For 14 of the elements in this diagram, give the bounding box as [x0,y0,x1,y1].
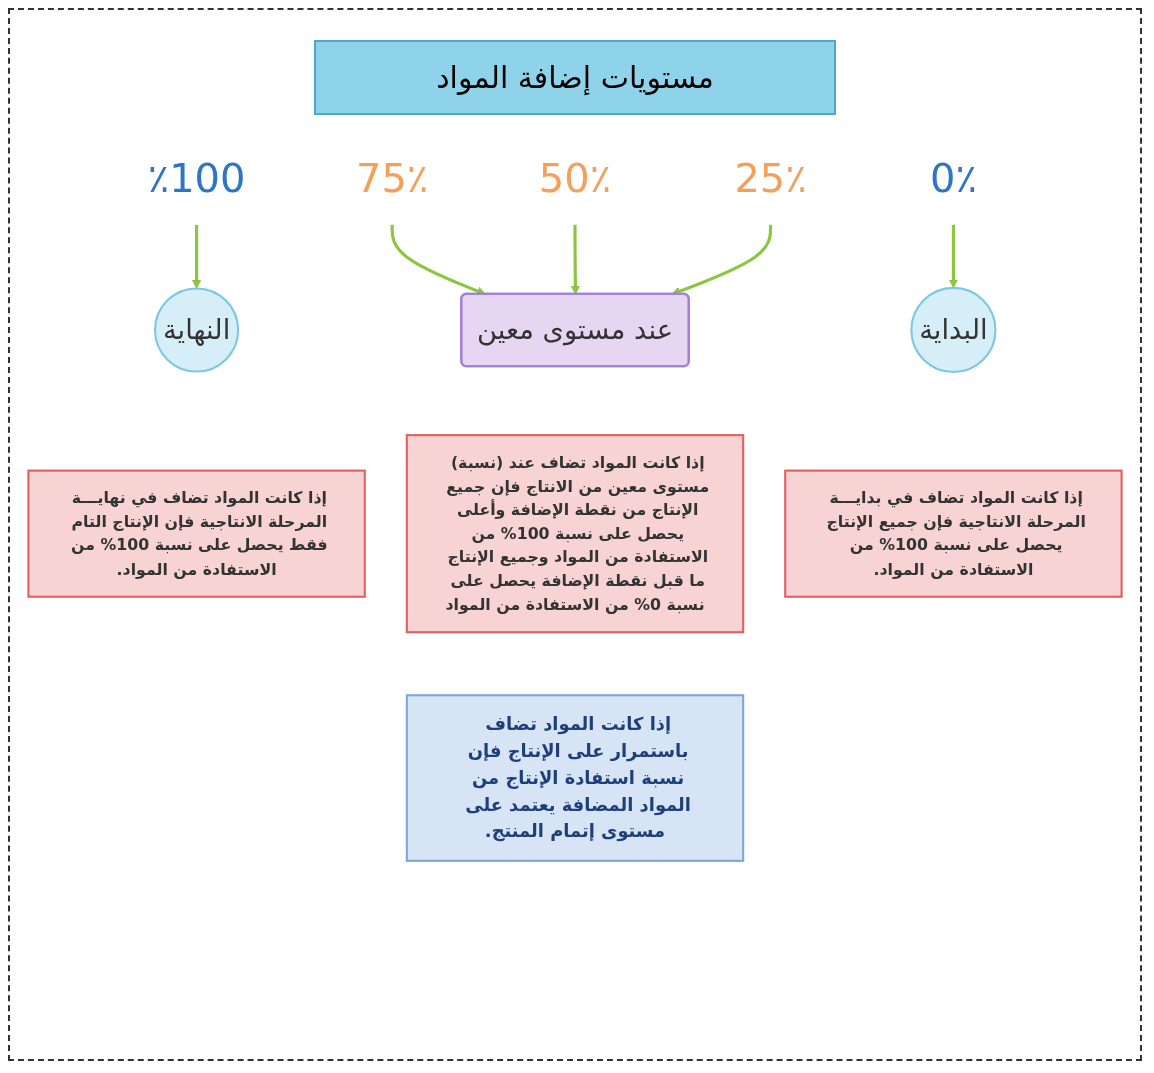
node-circle: النهاية [154,287,240,373]
node-box: إذا كانت المواد تضاف في بدايـــة المرحلة الانتاجية فإن جميع الإنتاج يحصل على نسبة 100% من الاستفادة من المواد. [784,469,1123,598]
node-box: إذا كانت المواد تضاف باستمرار على الإنتاج فإن نسبة استفادة الإنتاج من المواد المضافة يعتمد على مستوى إتمام المنتج. [405,694,745,862]
node-text: 50٪ [538,155,612,202]
node-text: 25٪ [734,155,807,202]
node-box: إذا كانت المواد تضاف في نهايـــة المرحلة الانتاجية فإن الإنتاج التام فقط يحصل على نسبة 100% من الاستفادة من المواد. [27,469,366,598]
node-text: 0٪ [929,155,977,202]
arrow [191,224,202,289]
arrow [948,224,959,289]
node-text: 75٪ [356,155,429,202]
title-banner: مستويات إضافة المواد [314,40,836,115]
node-box: إذا كانت المواد تضاف عند (نسبة) مستوى معين من الانتاج فإن جميع الإنتاج من نقطة الإضافة وأعلى يحصل على نسبة 100% من الاستفادة من المواد وجميع الإنتاج ما قبل نقطة الإضافة يحصل على نسبة 0% من الاستفادة من المواد [405,434,745,634]
node-text: ٪100 [147,155,246,202]
node-circle: البداية [910,286,997,374]
